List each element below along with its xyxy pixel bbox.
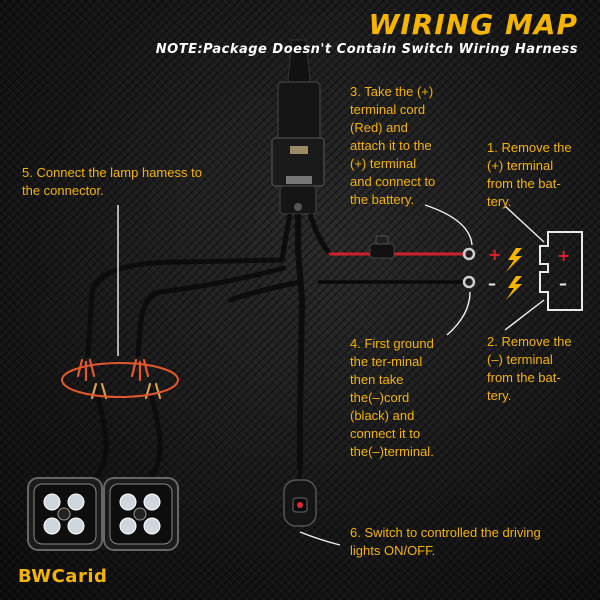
- negative-bolt-icon: [506, 276, 522, 300]
- brand-logo: BWCarid: [18, 566, 108, 587]
- relay-harness: [271, 39, 332, 470]
- step-2-line: from the bat-: [487, 370, 561, 385]
- step-3-line: (+) terminal: [350, 156, 417, 171]
- positive-sign-wire: +: [488, 245, 501, 264]
- step-4-line: 4. First ground: [350, 336, 434, 351]
- step-4-line: the ter-minal: [350, 354, 423, 369]
- step-4-line: the(–)cord: [350, 390, 410, 405]
- package-note: NOTE:Package Doesn't Contain Switch Wiri…: [155, 42, 578, 57]
- callout-lines: [117, 204, 545, 546]
- step-4-line: (black) and: [350, 408, 415, 423]
- step-1-line: 1. Remove the: [487, 140, 572, 155]
- connector-highlight-ring: [61, 362, 179, 398]
- step-1-line: (+) terminal: [487, 158, 554, 173]
- step-3-line: 3. Take the (+): [350, 84, 434, 99]
- step-2-line: 2. Remove the: [487, 334, 572, 349]
- step-3-line: attach it to the: [350, 138, 432, 153]
- negative-sign-battery: –: [559, 274, 567, 293]
- negative-ring-terminal: [462, 275, 476, 289]
- positive-ring-terminal: [462, 247, 476, 261]
- step-1-line: from the bat-: [487, 176, 561, 191]
- positive-sign-battery: +: [557, 246, 570, 265]
- battery-icon: [539, 231, 583, 311]
- led-light-right: [103, 477, 179, 551]
- step-1-text: 1. Remove the (+) terminal from the bat-…: [487, 139, 572, 211]
- step-4-line: connect it to: [350, 426, 421, 441]
- negative-sign-wire: –: [488, 274, 496, 293]
- page-title: WIRING MAP: [368, 8, 578, 41]
- step-5-line: 5. Connect the lamp hamess to: [22, 165, 202, 180]
- step-2-line: (–) terminal: [487, 352, 553, 367]
- inline-fuse-holder: [369, 235, 395, 259]
- step-5-line: the connector.: [22, 183, 104, 198]
- step-6-line: lights ON/OFF.: [350, 543, 436, 558]
- step-1-line: tery.: [487, 194, 512, 209]
- led-light-left: [27, 477, 103, 551]
- step-5-text: 5. Connect the lamp hamess to the connec…: [22, 164, 202, 200]
- rocker-switch: [283, 479, 317, 527]
- lamp-connector-splices: [76, 358, 162, 400]
- step-6-line: 6. Switch to controlled the driving: [350, 525, 541, 540]
- step-2-text: 2. Remove the (–) terminal from the bat-…: [487, 333, 572, 405]
- step-2-line: tery.: [487, 388, 512, 403]
- step-4-line: the(–)terminal.: [350, 444, 434, 459]
- step-6-text: 6. Switch to controlled the driving ligh…: [350, 524, 541, 560]
- step-3-line: (Red) and: [350, 120, 408, 135]
- positive-bolt-icon: [506, 248, 522, 272]
- step-3-line: and connect to: [350, 174, 436, 189]
- step-3-line: the battery.: [350, 192, 415, 207]
- step-3-text: 3. Take the (+) terminal cord (Red) and …: [350, 83, 435, 209]
- step-4-text: 4. First ground the ter-minal then take …: [350, 335, 434, 461]
- step-3-line: terminal cord: [350, 102, 426, 117]
- step-4-line: then take: [350, 372, 404, 387]
